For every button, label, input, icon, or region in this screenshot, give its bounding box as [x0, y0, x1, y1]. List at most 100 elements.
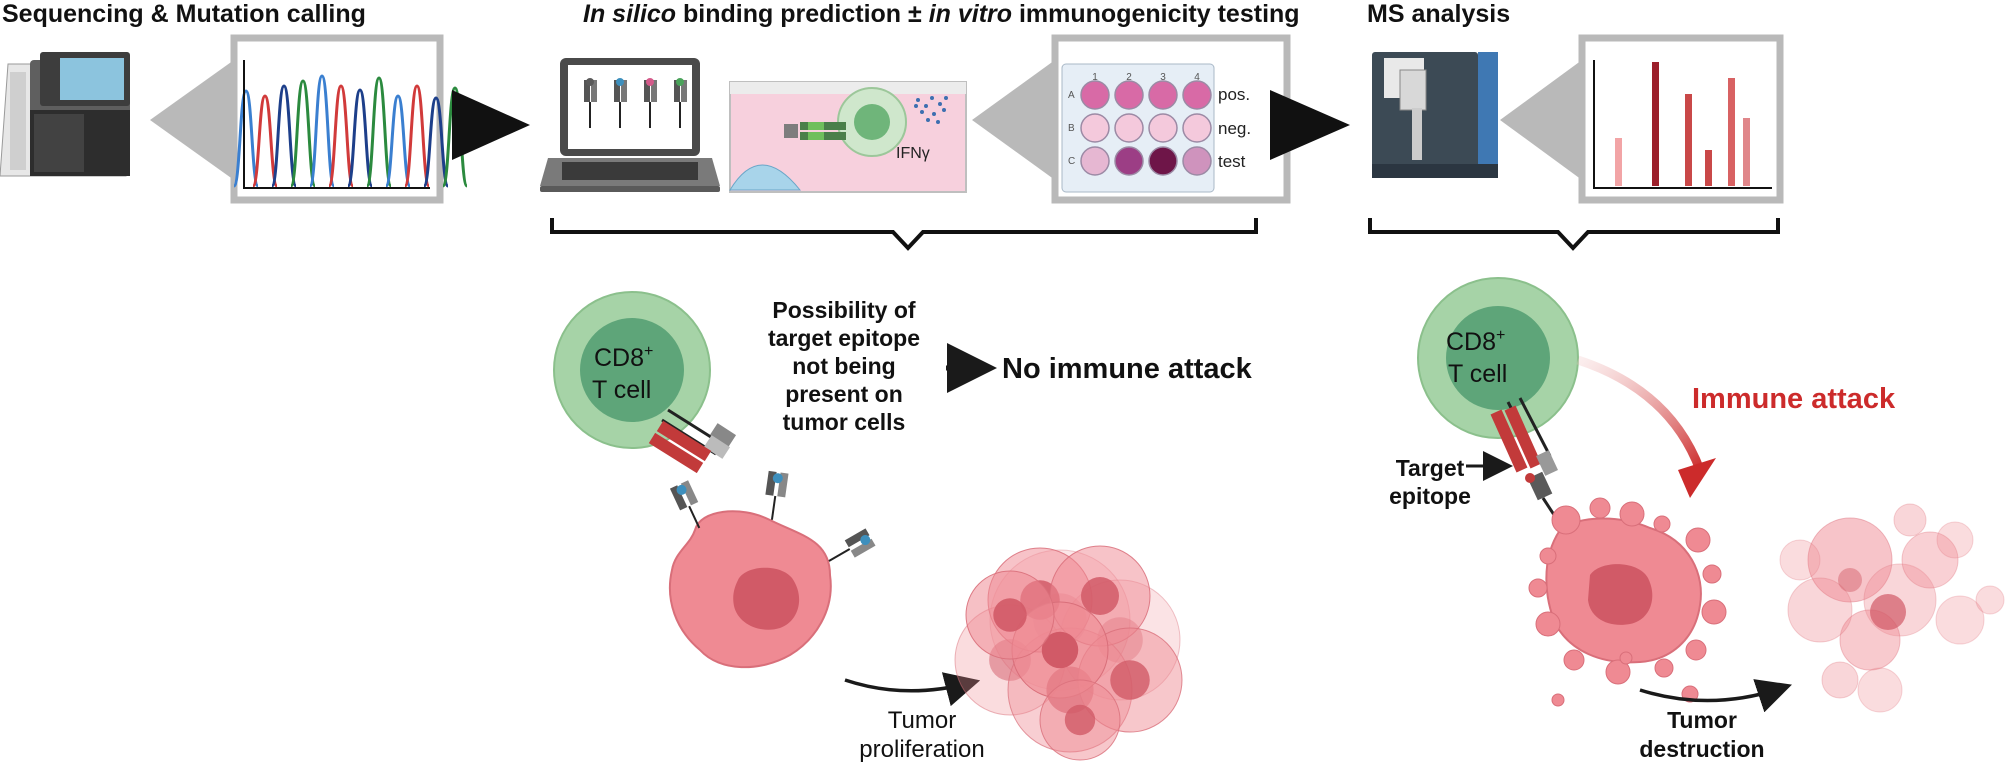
attack-arrowhead: [1678, 458, 1716, 498]
ifn-dot: [920, 110, 924, 114]
mhc-arm: [591, 80, 597, 102]
debris-fragment: [1935, 595, 1985, 645]
debris-nucleus: [1870, 594, 1906, 630]
trace-peak: [270, 84, 298, 188]
mhc-arm: [651, 80, 657, 102]
trace-peak: [441, 86, 469, 188]
well: [1182, 113, 1212, 143]
tumor-cluster: [954, 545, 1183, 761]
apoptotic-blebs: [1528, 497, 1727, 707]
ms-bar: [1743, 118, 1750, 186]
mhc-arm: [584, 80, 590, 102]
ms-panel: [1578, 34, 1784, 204]
zoom-wedge-2: [972, 60, 1055, 180]
col-label: 4: [1194, 72, 1200, 83]
peptide: [586, 78, 594, 86]
bleb: [1702, 564, 1722, 584]
petri-dish-icon: [729, 81, 967, 193]
mhc-arm: [844, 528, 870, 548]
tcr-icon: [1490, 397, 1562, 525]
well: [1080, 146, 1110, 176]
zoom-wedge-3: [1500, 60, 1582, 180]
note-line-5: tumor cells: [783, 409, 906, 435]
sequencing-title: Sequencing & Mutation calling: [2, 0, 366, 28]
sanger-trace: [232, 60, 469, 189]
ms-bar: [1705, 150, 1712, 186]
mass-spectrometer-icon: [1372, 52, 1498, 178]
trace-peak: [346, 88, 374, 188]
peptide: [616, 78, 624, 86]
debris-fragment: [1807, 517, 1893, 603]
mhc-arm: [621, 80, 627, 102]
col-label: 3: [1160, 72, 1166, 83]
well: [1080, 113, 1110, 143]
peptide: [676, 484, 687, 495]
mhc-arm: [614, 80, 620, 102]
step-arrow-2: [1270, 90, 1350, 160]
ifn-gamma-dots: [914, 96, 948, 124]
ms-bar: [1652, 62, 1659, 186]
bleb: [1619, 651, 1633, 665]
mhc-arm: [644, 80, 650, 102]
ms-bar: [1615, 138, 1622, 186]
ifn-dot: [944, 96, 948, 100]
ifn-gamma-label: IFNγ: [896, 145, 930, 162]
ms-axis: [1593, 60, 1772, 189]
bleb: [1605, 659, 1631, 685]
ifn-dot: [924, 104, 928, 108]
ms-bar: [1685, 94, 1692, 186]
mhc-molecule: [828, 528, 876, 562]
trace-peak: [289, 79, 317, 188]
mhc-icon: [584, 78, 687, 128]
bleb: [1551, 505, 1581, 535]
tcell-left: [553, 291, 711, 449]
row-label: B: [1068, 123, 1075, 134]
ms-spectrum: [1593, 60, 1772, 189]
debris-fragment: [1821, 661, 1859, 699]
prediction-title: In silico binding prediction ± in vitro …: [583, 0, 1300, 28]
row-label: A: [1068, 90, 1075, 101]
bleb: [1551, 693, 1565, 707]
destruction-arrow: [1639, 679, 1792, 713]
row-label: C: [1068, 156, 1075, 167]
ifn-dot: [932, 112, 936, 116]
note-line-2: target epitope: [768, 325, 920, 351]
well: [1148, 146, 1178, 176]
trace-peak: [384, 94, 412, 188]
tcell-left-label-1: CD8+: [594, 343, 653, 372]
ifn-dot: [926, 118, 930, 122]
bleb: [1701, 599, 1727, 625]
debris-fragment: [1857, 667, 1903, 713]
mhc-molecule: [669, 480, 701, 529]
row-label-neg: neg.: [1218, 119, 1251, 138]
mhc-stalk: [688, 505, 701, 529]
well: [1182, 146, 1212, 176]
tumor-nucleus: [1081, 577, 1119, 615]
tumor-cell-dying: [1545, 517, 1702, 664]
zoom-wedge: [150, 60, 234, 180]
result-right-line-1: Tumor: [1667, 707, 1737, 733]
well: [1148, 80, 1178, 110]
attack-label: Immune attack: [1692, 383, 1896, 415]
bleb: [1685, 639, 1707, 661]
tumor-nucleus: [993, 598, 1027, 632]
mhc-molecule: [765, 470, 789, 520]
no-attack-label: No immune attack: [1002, 353, 1253, 385]
trace-peak: [308, 74, 336, 188]
note-line-4: present on: [785, 381, 903, 407]
debris-fragment: [1901, 531, 1959, 589]
ifn-dot: [930, 96, 934, 100]
ms-bar: [1728, 78, 1735, 186]
debris-fragment: [1975, 585, 2005, 615]
row-label-pos: pos.: [1218, 85, 1250, 104]
peptide: [676, 78, 684, 86]
trace-peak: [403, 84, 431, 188]
col-label: 2: [1126, 72, 1132, 83]
note-line-1: Possibility of: [772, 297, 915, 323]
bleb: [1535, 611, 1561, 637]
well: [1114, 80, 1144, 110]
row-label-test: test: [1218, 152, 1246, 171]
attack-arrow: [1576, 355, 1705, 472]
